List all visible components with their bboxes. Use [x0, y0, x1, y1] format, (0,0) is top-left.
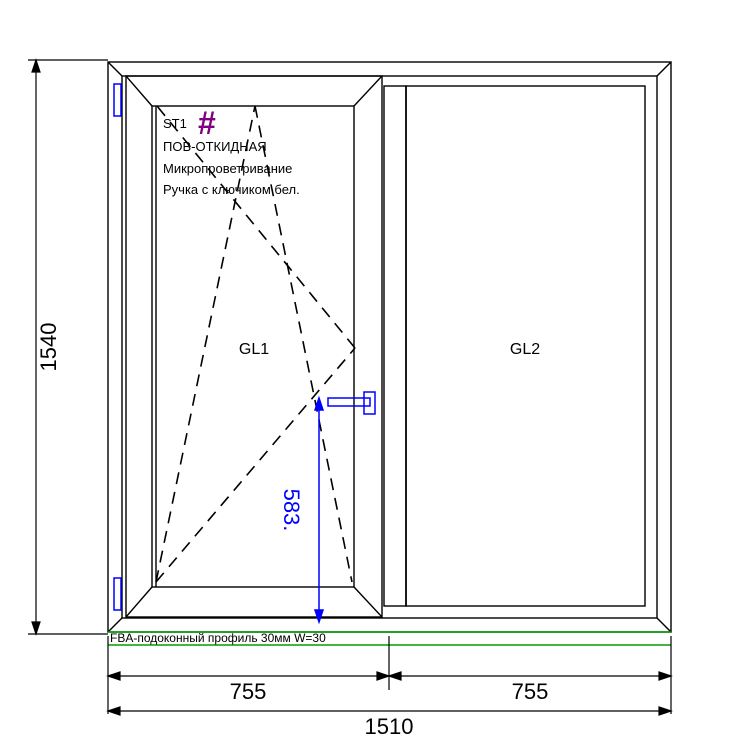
- glass-label-left: GL1: [239, 341, 269, 358]
- mullion: [383, 85, 407, 607]
- hinge-top: [113, 83, 122, 117]
- handle-height-dimension: [313, 395, 325, 625]
- width-left-label: 755: [230, 679, 267, 704]
- hinges: [113, 83, 122, 611]
- sash-feature: Микропроветривание: [163, 161, 292, 176]
- sash-code: ST1: [163, 116, 187, 131]
- width-dimensions: [106, 636, 673, 716]
- width-total-label: 1510: [365, 714, 414, 739]
- width-right-label: 755: [512, 679, 549, 704]
- height-label: 1540: [36, 323, 61, 372]
- handle-icon: [327, 391, 376, 415]
- sash-mark-icon: #: [198, 105, 216, 141]
- handle-height-label: 583.: [279, 489, 304, 532]
- hinge-bottom: [113, 577, 122, 611]
- glass-label-right: GL2: [510, 341, 540, 358]
- height-dimension: [28, 58, 108, 636]
- sash-type: ПОВ-ОТКИДНАЯ: [163, 139, 267, 154]
- right-fixed-pane: [405, 85, 646, 607]
- sill-profile-label: FBA-подоконный профиль 30мм W=30: [110, 631, 326, 645]
- opening-lines: [155, 105, 356, 583]
- sash-handle: Ручка с ключиком бел.: [163, 182, 300, 197]
